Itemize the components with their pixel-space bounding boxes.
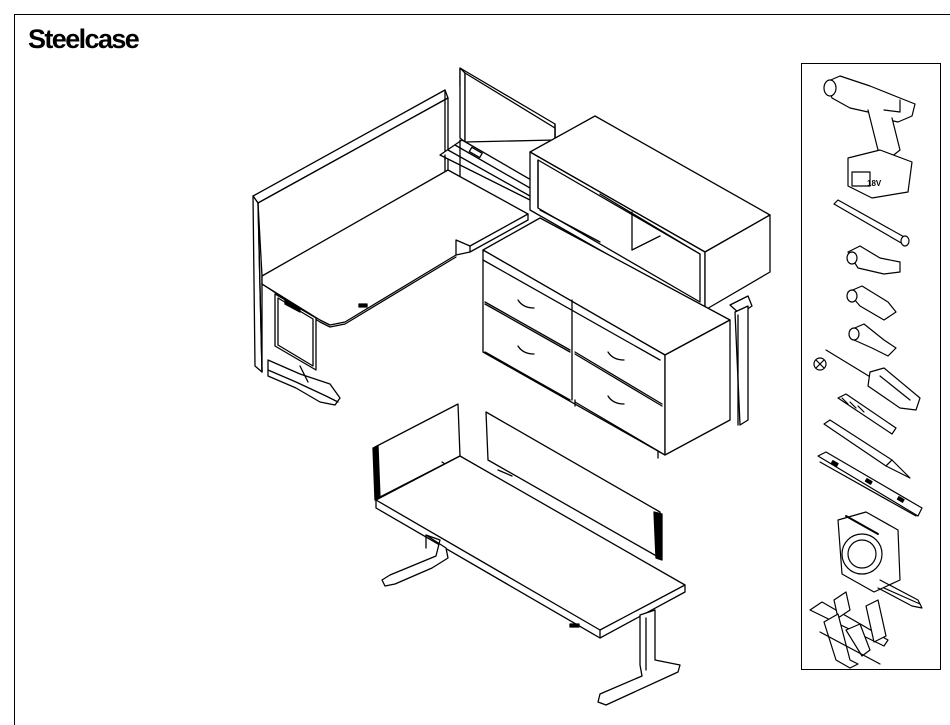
pencil-icon — [824, 420, 910, 478]
phillips-screwdriver-icon — [814, 350, 920, 410]
phillips-bit-icon — [847, 246, 900, 274]
tape-measure-icon — [838, 512, 922, 608]
hex-bit-small-icon — [849, 324, 896, 356]
drill-bit-icon — [838, 394, 896, 434]
drill-battery-label: 18V — [867, 179, 882, 188]
bit-extension-icon — [834, 200, 909, 246]
bar-clamps-icon — [810, 592, 888, 668]
hex-bit-large-icon — [847, 286, 896, 320]
cordless-drill-icon: 18V — [824, 76, 915, 198]
level-icon — [818, 452, 922, 516]
